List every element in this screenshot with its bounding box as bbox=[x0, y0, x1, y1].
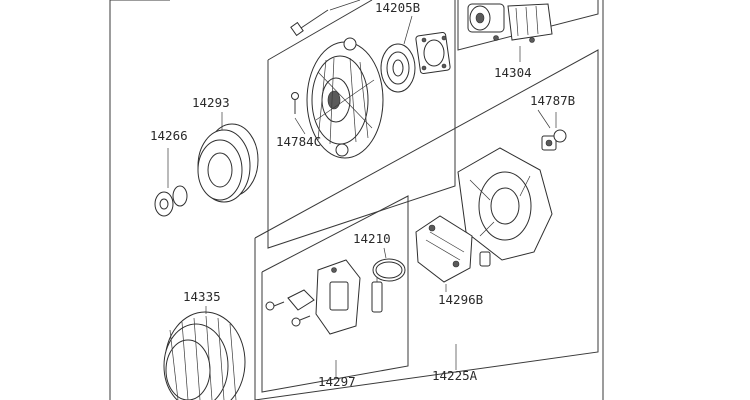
bolt-part bbox=[290, 0, 361, 37]
callout-14335: 14335 bbox=[183, 289, 221, 304]
rear-housing-part bbox=[306, 37, 384, 159]
nut-washer-part bbox=[154, 148, 188, 217]
callout-14297: 14297 bbox=[318, 374, 356, 389]
callout-labels: 14205B 14304 14293 14787B 14266 14784C 1… bbox=[150, 0, 575, 389]
callout-14296B: 14296B bbox=[438, 292, 483, 307]
retainer-plate-part bbox=[415, 31, 451, 75]
callout-14784C: 14784C bbox=[276, 134, 321, 149]
callout-14304: 14304 bbox=[494, 65, 532, 80]
pulley-part bbox=[197, 112, 259, 203]
group-frames bbox=[109, 0, 604, 400]
callout-14266: 14266 bbox=[150, 128, 188, 143]
callout-14210: 14210 bbox=[353, 231, 391, 246]
callout-14205B: 14205B bbox=[375, 0, 420, 15]
parts bbox=[154, 0, 567, 400]
stator-part bbox=[163, 306, 246, 400]
rectifier-part bbox=[415, 215, 491, 292]
callout-14293: 14293 bbox=[192, 95, 230, 110]
leader-lines bbox=[335, 15, 551, 378]
terminal-nut-part bbox=[541, 112, 567, 151]
screw-part bbox=[291, 92, 306, 135]
regulator-part bbox=[265, 259, 383, 335]
callout-14787B: 14787B bbox=[530, 93, 575, 108]
bearing-part bbox=[380, 43, 416, 93]
rear-cover-part bbox=[457, 147, 553, 261]
snap-ring-part bbox=[372, 247, 406, 282]
callout-14225A: 14225A bbox=[432, 368, 478, 383]
brush-holder-part bbox=[467, 3, 553, 62]
